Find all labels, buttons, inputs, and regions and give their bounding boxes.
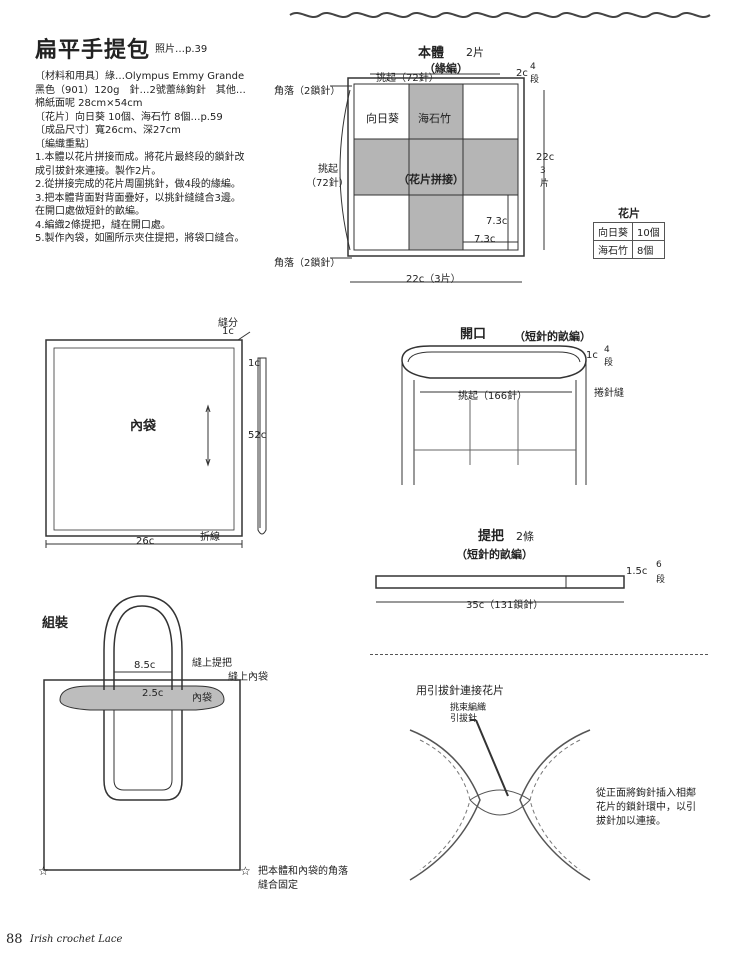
assembly-title: 組裝 — [42, 616, 69, 631]
opening-height: 1c — [586, 350, 598, 361]
body-diagram-svg — [330, 73, 545, 283]
page-number: 88 — [6, 932, 23, 947]
body-width: 22c（3片） — [406, 274, 461, 285]
inner-width: 26c — [136, 536, 155, 547]
handle-height: 1.5c — [626, 566, 648, 577]
pickup-side-label: 挑起 — [318, 164, 338, 175]
motif-sunflower-label: 向日葵 — [366, 112, 399, 125]
inner-seam-size: 1c — [222, 326, 234, 337]
material-line: 〔材料和用具〕綠…Olympus Emmy Grande — [35, 71, 245, 82]
corner-top-label: 角落（2鎖針） — [274, 86, 341, 97]
opening-stitch: （短針的畝編） — [514, 330, 591, 343]
divider — [370, 654, 708, 656]
handle-count: 2條 — [516, 530, 534, 543]
material-line: 5.製作內袋，如圖所示夾住提把，將袋口縫合。 — [35, 233, 245, 244]
join-note-2: 花片的鎖針環中，以引 — [596, 802, 696, 813]
body-title: 本體 — [418, 46, 445, 61]
material-line: 棉紙面呢 28cm×54cm — [35, 98, 143, 109]
join-note-3: 拔針加以連接。 — [596, 816, 666, 827]
table-cell: 10個 — [632, 222, 665, 241]
motif-table-title: 花片 — [618, 207, 640, 220]
handle-offset: 2.5c — [142, 688, 164, 699]
body-height: 22c — [536, 152, 555, 163]
handle-stitch: （短針的畝編） — [456, 548, 533, 561]
opening-diagram — [390, 340, 620, 490]
cell-height: 7.3c — [486, 216, 508, 227]
inner-bag-diagram — [40, 318, 280, 558]
needle-label-1: 挑束編織 — [450, 703, 487, 713]
material-line: 在開口處做短針的畝編。 — [35, 206, 145, 217]
needle-label-2: 引拔針 — [450, 714, 478, 724]
inner-height: 52c — [248, 430, 267, 441]
opening-rows: 4 — [604, 345, 610, 355]
sew-inner-label: 縫上內袋 — [228, 672, 268, 683]
edge-label: （緣編） — [424, 62, 468, 75]
join-diagram — [400, 719, 600, 890]
page-title: 扁平手提包 — [35, 38, 151, 63]
handle-title: 提把 — [478, 529, 505, 544]
material-line: 〔成品尺寸〕寬26cm、深27cm — [35, 125, 181, 136]
corner-note-1: 把本體和內袋的角落 — [258, 866, 348, 877]
chain-border-top — [289, 8, 711, 22]
material-line: 成引拔針來連接。製作2片。 — [35, 165, 162, 177]
inner-bag-label: 內袋 — [192, 693, 212, 704]
handle-rows: 6 — [656, 560, 662, 570]
join-svg — [409, 719, 591, 881]
opening-title: 開口 — [460, 327, 487, 342]
table-cell: 8個 — [632, 240, 665, 259]
assembly-diagram: ☆ ☆ — [30, 590, 260, 890]
edge-rows-unit: 段 — [530, 75, 540, 85]
corner-note-2: 縫合固定 — [258, 880, 298, 891]
inner-bag-svg — [45, 331, 267, 548]
join-note-1: 從正面將鉤針插入相鄰 — [596, 788, 696, 799]
corner-bottom-label: 角落（2鎖針） — [274, 258, 341, 269]
opening-seam: 捲針縫 — [594, 388, 624, 399]
cell-width: 7.3c — [474, 234, 496, 245]
svg-text:☆: ☆ — [240, 864, 251, 878]
join-label: （花片拼接） — [398, 173, 464, 186]
material-line: 4.編織2條提把，縫在開口處。 — [35, 219, 171, 231]
body-height-pieces: 3 — [540, 166, 546, 176]
inner-bag-title: 內袋 — [130, 419, 157, 434]
handle-gap: 8.5c — [134, 660, 156, 671]
sew-handle-label: 縫上提把 — [192, 658, 232, 669]
opening-rows-unit: 段 — [604, 358, 614, 368]
material-line: 黑色（901）120g 針…2號蕾絲鉤針 其他… — [35, 84, 246, 96]
handle-diagram — [370, 566, 640, 616]
body-diagram — [270, 60, 570, 290]
table-cell: 向日葵 — [593, 222, 633, 241]
join-title: 用引拔針連接花片 — [416, 684, 504, 697]
material-line: 3.把本體背面對背面疊好，以挑針縫縫合3邊。 — [35, 192, 241, 204]
pickup-side-count: （72針） — [306, 178, 349, 189]
inner-fold: 折線 — [200, 532, 220, 543]
inner-side-seam: 1c — [248, 358, 260, 369]
handle-rows-unit: 段 — [656, 575, 666, 585]
material-line: 2.從拼接完成的花片周圍挑針，做4段的緣編。 — [35, 179, 241, 190]
photo-reference: 照片…p.39 — [155, 44, 208, 55]
book-title: Irish crochet Lace — [30, 934, 123, 945]
opening-svg — [401, 345, 587, 485]
motif-thrift-label: 海石竹 — [418, 112, 451, 125]
opening-pickup: 挑起（166針） — [458, 391, 528, 402]
assembly-svg: ☆ ☆ — [38, 595, 251, 878]
body-count: 2片 — [466, 46, 484, 59]
chain-border-svg — [289, 12, 711, 18]
material-line: 1.本體以花片拼接而成。將花片最終段的鎖針改 — [35, 152, 245, 163]
handle-length: 35c（131鎖針） — [466, 600, 544, 611]
handle-svg — [375, 575, 625, 603]
materials-block: 〔材料和用具〕綠…Olympus Emmy Grande 黑色（901）120g… — [35, 70, 275, 246]
svg-text:☆: ☆ — [38, 864, 49, 878]
material-line: 〔花片〕向日葵 10個、海石竹 8個…p.59 — [35, 111, 223, 123]
inner-seam-label: 縫分 — [218, 318, 238, 329]
edge-height: 2c — [516, 68, 528, 79]
edge-rows: 4 — [530, 62, 536, 72]
material-line: 〔編織重點〕 — [35, 138, 95, 150]
table-cell: 海石竹 — [593, 240, 633, 259]
body-height-pieces-unit: 片 — [540, 179, 550, 189]
